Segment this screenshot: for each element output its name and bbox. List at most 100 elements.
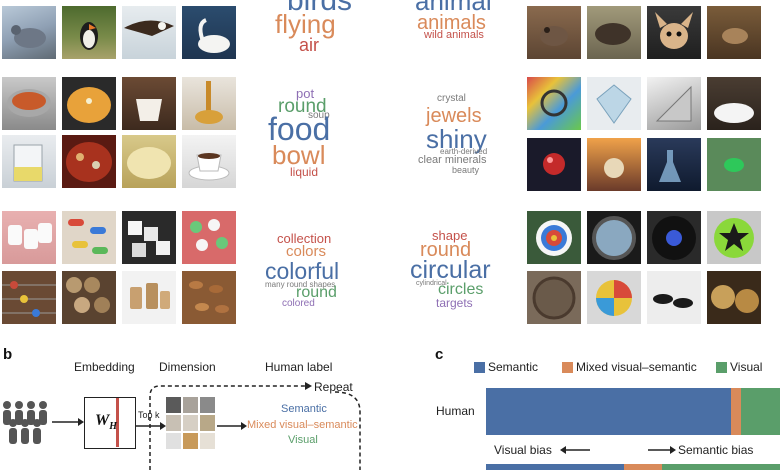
thumb-cup [122, 77, 176, 130]
wc-word: beauty [452, 165, 480, 175]
label-semantic-bias: Semantic bias [678, 443, 754, 457]
matrix-symbol: WH [95, 412, 118, 433]
thumb-emerald [707, 138, 761, 191]
thumb-gongs [707, 271, 761, 324]
wc-word: many round shapes [265, 280, 336, 289]
label-visual-bias: Visual bias [494, 443, 552, 457]
bar-segment-visual [741, 388, 780, 435]
wc-word: animals [417, 12, 486, 34]
arrow-right-icon [217, 422, 247, 430]
wc-word: round [420, 239, 472, 261]
arrow-left-icon [560, 446, 590, 454]
label-mixed: Mixed visual–semantic [247, 419, 358, 431]
thumb-salt [707, 77, 761, 130]
wc-word: colorful [265, 258, 340, 284]
label-repeat: Repeat [314, 380, 353, 394]
panel-letter-c: c [435, 346, 444, 363]
thumb-pot [2, 77, 56, 130]
row-label-human: Human [436, 404, 475, 418]
wc-word: collection [277, 231, 332, 246]
wc-word: jewels [426, 105, 482, 127]
legend-swatch-semantic [474, 362, 485, 373]
thumb-swan [182, 6, 236, 59]
thumb-stew [62, 135, 116, 188]
wc-word: birds [287, 0, 353, 17]
thumb-black-discs [647, 271, 701, 324]
thumb-mouse [707, 6, 761, 59]
thumb-lollipop [587, 271, 641, 324]
wc-word: food [268, 111, 331, 147]
thumb-abacus [2, 271, 56, 324]
repeat-loop-arrow [149, 382, 361, 470]
wc-word: crystal [437, 93, 466, 104]
wc-word: animal [415, 0, 492, 16]
thumb-pigeon [2, 6, 56, 59]
bar-segment-mixed [624, 464, 662, 470]
bar-segment-semantic [486, 388, 731, 435]
thumb-espresso [182, 135, 236, 188]
bar-segment-mixed [731, 388, 741, 435]
wc-word: colors [286, 243, 327, 260]
thumb-honey-spoon [182, 77, 236, 130]
wc-word: bowl [272, 140, 326, 170]
thumb-chihuahua [647, 6, 701, 59]
thumb-boar [587, 6, 641, 59]
thumb-cream [122, 135, 176, 188]
dimension-image-grid [166, 397, 216, 449]
thumb-vinyl [647, 211, 701, 264]
thumb-puffin [62, 6, 116, 59]
wc-word: soup [308, 110, 330, 121]
thumb-archery-target [527, 211, 581, 264]
wc-word: cylindrical [416, 280, 447, 287]
panel-letter-b: b [3, 346, 13, 363]
matrix-highlight-column [116, 398, 119, 447]
wc-word: liquid [290, 165, 319, 179]
thumb-logs [62, 271, 116, 324]
wc-word: earth-derived [440, 147, 488, 156]
wc-word: colored [282, 298, 315, 309]
arrow-right-icon [648, 446, 676, 454]
wc-word: round [278, 96, 327, 117]
wc-word: targets [436, 296, 473, 310]
thumb-diamond [587, 77, 641, 130]
thumb-eagle [122, 6, 176, 59]
wc-word: round [296, 284, 337, 301]
thumb-almonds [182, 271, 236, 324]
legend-label-semantic: Semantic [488, 360, 539, 374]
thumb-sugar-cubes [122, 211, 176, 264]
thumb-red-sphere [527, 138, 581, 191]
label-human-label: Human label [265, 360, 333, 374]
label-semantic: Semantic [281, 403, 327, 415]
thumb-prism [647, 77, 701, 130]
thumb-soup [62, 77, 116, 130]
label-dimension: Dimension [159, 360, 216, 374]
thumb-candies [182, 211, 236, 264]
label-top-k: Top k [138, 410, 160, 420]
legend-label-visual: Visual [730, 360, 763, 374]
thumb-corks [122, 271, 176, 324]
arrow-right-icon [136, 422, 166, 430]
legend-swatch-mixed [562, 362, 573, 373]
thumb-badge [707, 211, 761, 264]
thumb-marshmallows [2, 211, 56, 264]
people-group-icon [3, 401, 47, 444]
bar-segment-semantic [486, 464, 624, 470]
wc-word: circular [410, 256, 491, 284]
thumb-porthole [587, 211, 641, 264]
wc-word: flying [275, 9, 336, 39]
wc-word: clear minerals [418, 154, 487, 166]
thumb-measuring-cup [2, 135, 56, 188]
label-embedding: Embedding [74, 360, 135, 374]
thumb-sunset-ball [587, 138, 641, 191]
wc-word: wild animals [424, 29, 484, 41]
wc-word: circles [438, 281, 484, 298]
thumb-pills [62, 211, 116, 264]
wc-word: air [299, 35, 320, 55]
legend-label-mixed: Mixed visual–semantic [576, 360, 697, 374]
wc-word: shape [432, 228, 468, 243]
embedding-matrix: WH [84, 397, 136, 449]
legend-swatch-visual [716, 362, 727, 373]
wc-word: pot [296, 86, 315, 101]
bar-segment-visual [662, 464, 780, 470]
thumb-flasks [647, 138, 701, 191]
